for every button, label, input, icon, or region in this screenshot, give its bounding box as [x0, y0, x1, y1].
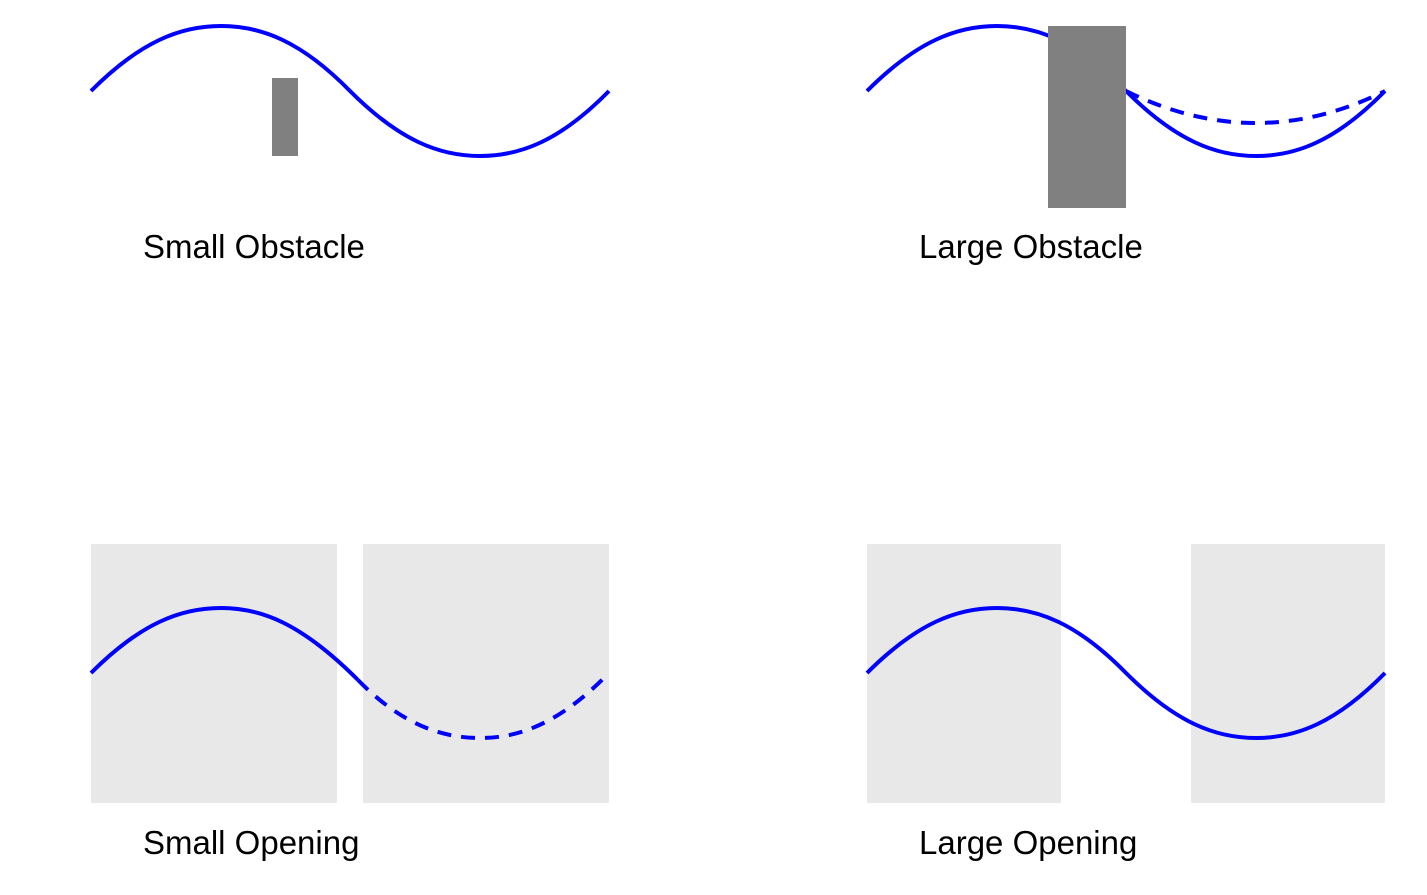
label-small-opening: Small Opening [143, 824, 360, 861]
shadow-wave-dashed [1125, 89, 1386, 125]
label-large-opening: Large Opening [919, 824, 1138, 861]
label-large-obstacle: Large Obstacle [919, 228, 1143, 265]
barrier-left [91, 544, 337, 803]
barrier-right [363, 544, 609, 803]
panel-large-opening [865, 544, 1387, 803]
label-small-obstacle: Small Obstacle [143, 228, 365, 265]
incident-wave [89, 23, 611, 159]
panel-large-obstacle [865, 23, 1387, 208]
incident-wave [89, 605, 360, 682]
panel-small-opening [89, 544, 611, 803]
transmitted-wave [865, 605, 1387, 741]
large-obstacle [1048, 26, 1126, 208]
diffracted-wave-dashed [356, 671, 611, 741]
barrier-right [1191, 544, 1385, 803]
panel-small-obstacle [89, 23, 611, 159]
barrier-left [867, 544, 1061, 803]
small-obstacle [272, 78, 298, 156]
